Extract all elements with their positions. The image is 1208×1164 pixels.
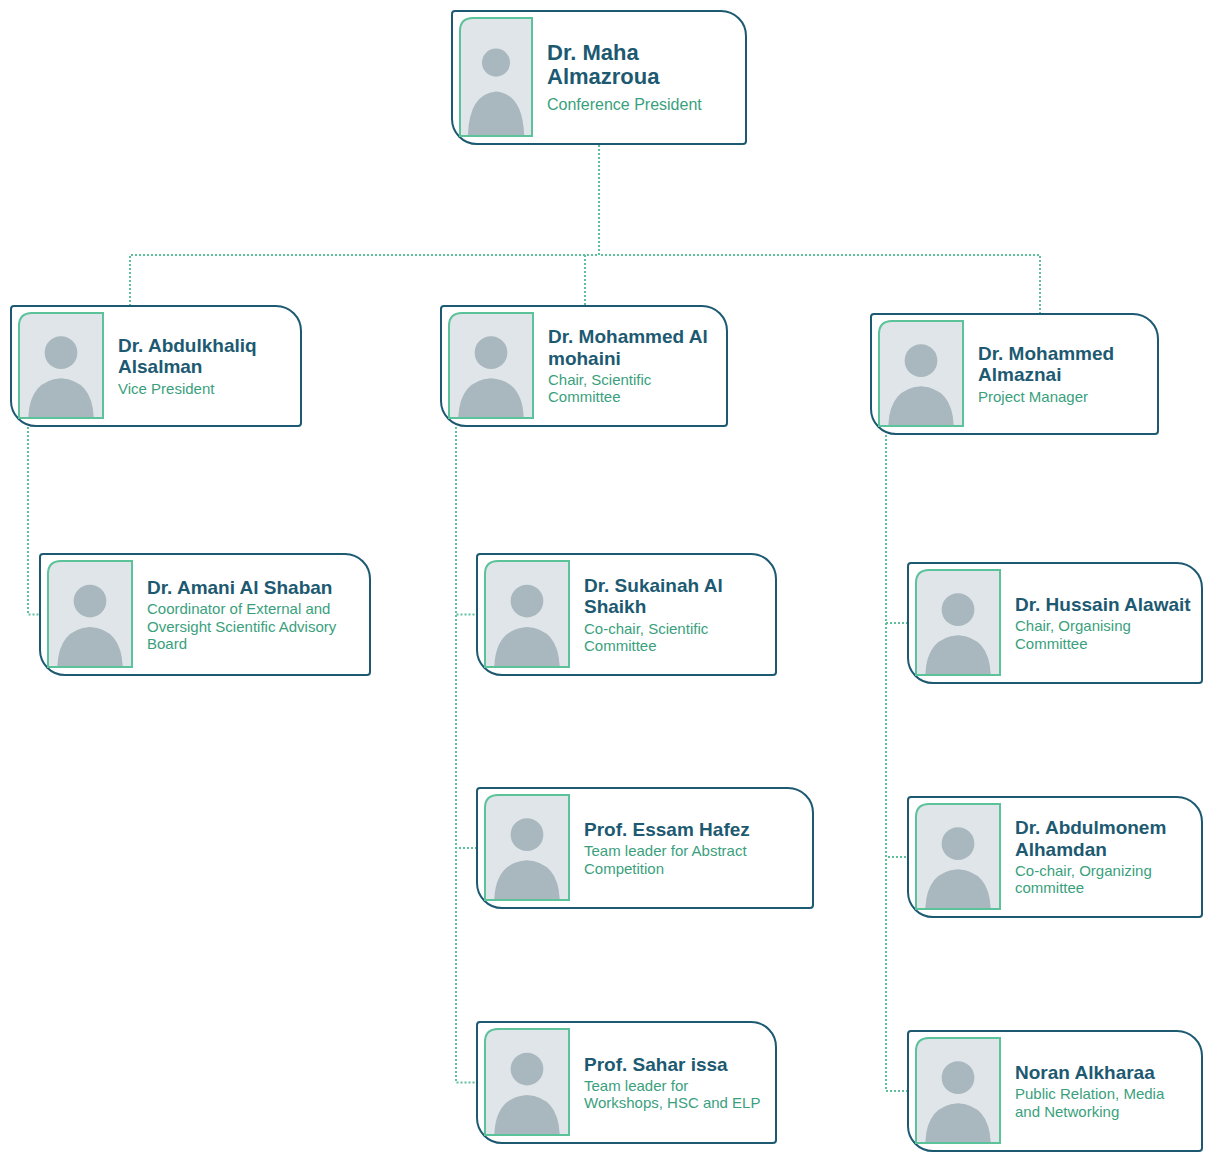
photo-head [74,585,107,618]
person-role: Team leader for Abstract Competition [584,842,804,877]
portrait-photo [484,560,570,668]
dotted-connector [886,435,907,1091]
person-box: Dr. Abdulkhaliq AlsalmanVice President [10,305,302,427]
photo-frame [485,561,569,667]
photo-frame [449,313,533,418]
text-column: Dr. Maha AlmazrouaConference President [453,31,745,125]
person-name: Dr. Abdulmonem Alhamdan [1015,817,1193,860]
dotted-connector [28,427,39,615]
photo-frame [879,321,963,426]
photo-head [482,49,510,77]
person-name: Dr. Mohammed Al mohaini [548,326,718,369]
text-column: Prof. Sahar issaTeam leader for Workshop… [478,1044,775,1122]
text-column: Dr. Amani Al ShabanCoordinator of Extern… [41,567,369,662]
person-name: Dr. Abdulkhaliq Alsalman [118,335,292,378]
photo-frame [916,1038,1000,1143]
text-column: Prof. Essam HafezTeam leader for Abstrac… [478,809,812,887]
person-role: Co-chair, Organizing committee [1015,862,1193,897]
dotted-connector [886,435,907,623]
person-box: Dr. Sukainah Al ShaikhCo-chair, Scientif… [476,553,777,676]
portrait-photo [459,17,533,137]
portrait-photo [448,312,534,419]
photo-shoulders [28,378,93,417]
person-box: Dr. Mohammed AlmaznaiProject Manager [870,313,1159,435]
person-name: Dr. Maha Almazroua [547,41,737,90]
dotted-connector [456,427,476,615]
photo-head [942,593,975,626]
person-box: Noran AlkharaaPublic Relation, Media and… [907,1030,1203,1152]
dotted-connector [456,427,476,1083]
person-box: Dr. Abdulmonem AlhamdanCo-chair, Organiz… [907,796,1203,918]
text-column: Dr. Abdulkhaliq AlsalmanVice President [12,325,300,407]
photo-frame [916,570,1000,675]
photo-shoulders [458,378,523,417]
photo-shoulders [494,860,559,899]
person-box: Dr. Maha AlmazrouaConference President [451,10,747,145]
person-name: Prof. Essam Hafez [584,819,804,840]
photo-shoulders [494,1095,559,1134]
person-role: Vice President [118,380,292,397]
photo-frame [19,313,103,418]
portrait-photo [484,794,570,901]
person-name: Dr. Amani Al Shaban [147,577,361,598]
photo-head [942,1061,975,1094]
dotted-connector [456,427,476,848]
photo-shoulders [925,869,990,908]
person-name: Dr. Mohammed Almaznai [978,343,1149,386]
photo-frame [485,795,569,900]
person-name: Noran Alkharaa [1015,1062,1193,1083]
photo-shoulders [888,386,953,425]
person-role: Conference President [547,96,737,114]
person-name: Dr. Sukainah Al Shaikh [584,575,767,618]
portrait-photo [915,1037,1001,1144]
photo-head [511,1053,544,1086]
person-name: Dr. Hussain Alawait [1015,594,1193,615]
photo-head [511,585,544,618]
person-box: Dr. Amani Al ShabanCoordinator of Extern… [39,553,371,676]
text-column: Noran AlkharaaPublic Relation, Media and… [909,1052,1201,1130]
person-role: Coordinator of External and Oversight Sc… [147,600,361,652]
dotted-connector [130,145,599,305]
photo-frame [460,18,532,136]
person-box: Dr. Hussain AlawaitChair, Organising Com… [907,562,1203,684]
person-box: Prof. Essam HafezTeam leader for Abstrac… [476,787,814,909]
photo-shoulders [468,91,524,135]
photo-head [475,336,508,369]
photo-shoulders [57,627,122,666]
photo-head [45,336,78,369]
portrait-photo [878,320,964,427]
text-column: Dr. Mohammed Al mohainiChair, Scientific… [442,316,726,415]
person-role: Project Manager [978,388,1149,405]
portrait-photo [47,560,133,668]
photo-head [511,818,544,851]
text-column: Dr. Hussain AlawaitChair, Organising Com… [909,584,1201,662]
person-role: Co-chair, Scientific Committee [584,620,767,655]
photo-head [942,827,975,860]
portrait-photo [484,1028,570,1136]
photo-head [905,344,938,377]
text-column: Dr. Mohammed AlmaznaiProject Manager [872,333,1157,415]
person-role: Chair, Organising Committee [1015,617,1193,652]
portrait-photo [18,312,104,419]
dotted-connector [886,435,907,857]
person-role: Team leader for Workshops, HSC and ELP [584,1077,767,1112]
text-column: Dr. Abdulmonem AlhamdanCo-chair, Organiz… [909,807,1201,906]
photo-frame [48,561,132,667]
person-name: Prof. Sahar issa [584,1054,767,1075]
portrait-photo [915,569,1001,676]
photo-shoulders [925,635,990,674]
portrait-photo [915,803,1001,910]
photo-frame [485,1029,569,1135]
photo-shoulders [925,1103,990,1142]
text-column: Dr. Sukainah Al ShaikhCo-chair, Scientif… [478,565,775,664]
person-box: Prof. Sahar issaTeam leader for Workshop… [476,1021,777,1144]
person-box: Dr. Mohammed Al mohainiChair, Scientific… [440,305,728,427]
photo-shoulders [494,627,559,666]
person-role: Chair, Scientific Committee [548,371,718,406]
person-role: Public Relation, Media and Networking [1015,1085,1193,1120]
dotted-connector [585,145,599,305]
photo-frame [916,804,1000,909]
dotted-connector [599,145,1040,313]
